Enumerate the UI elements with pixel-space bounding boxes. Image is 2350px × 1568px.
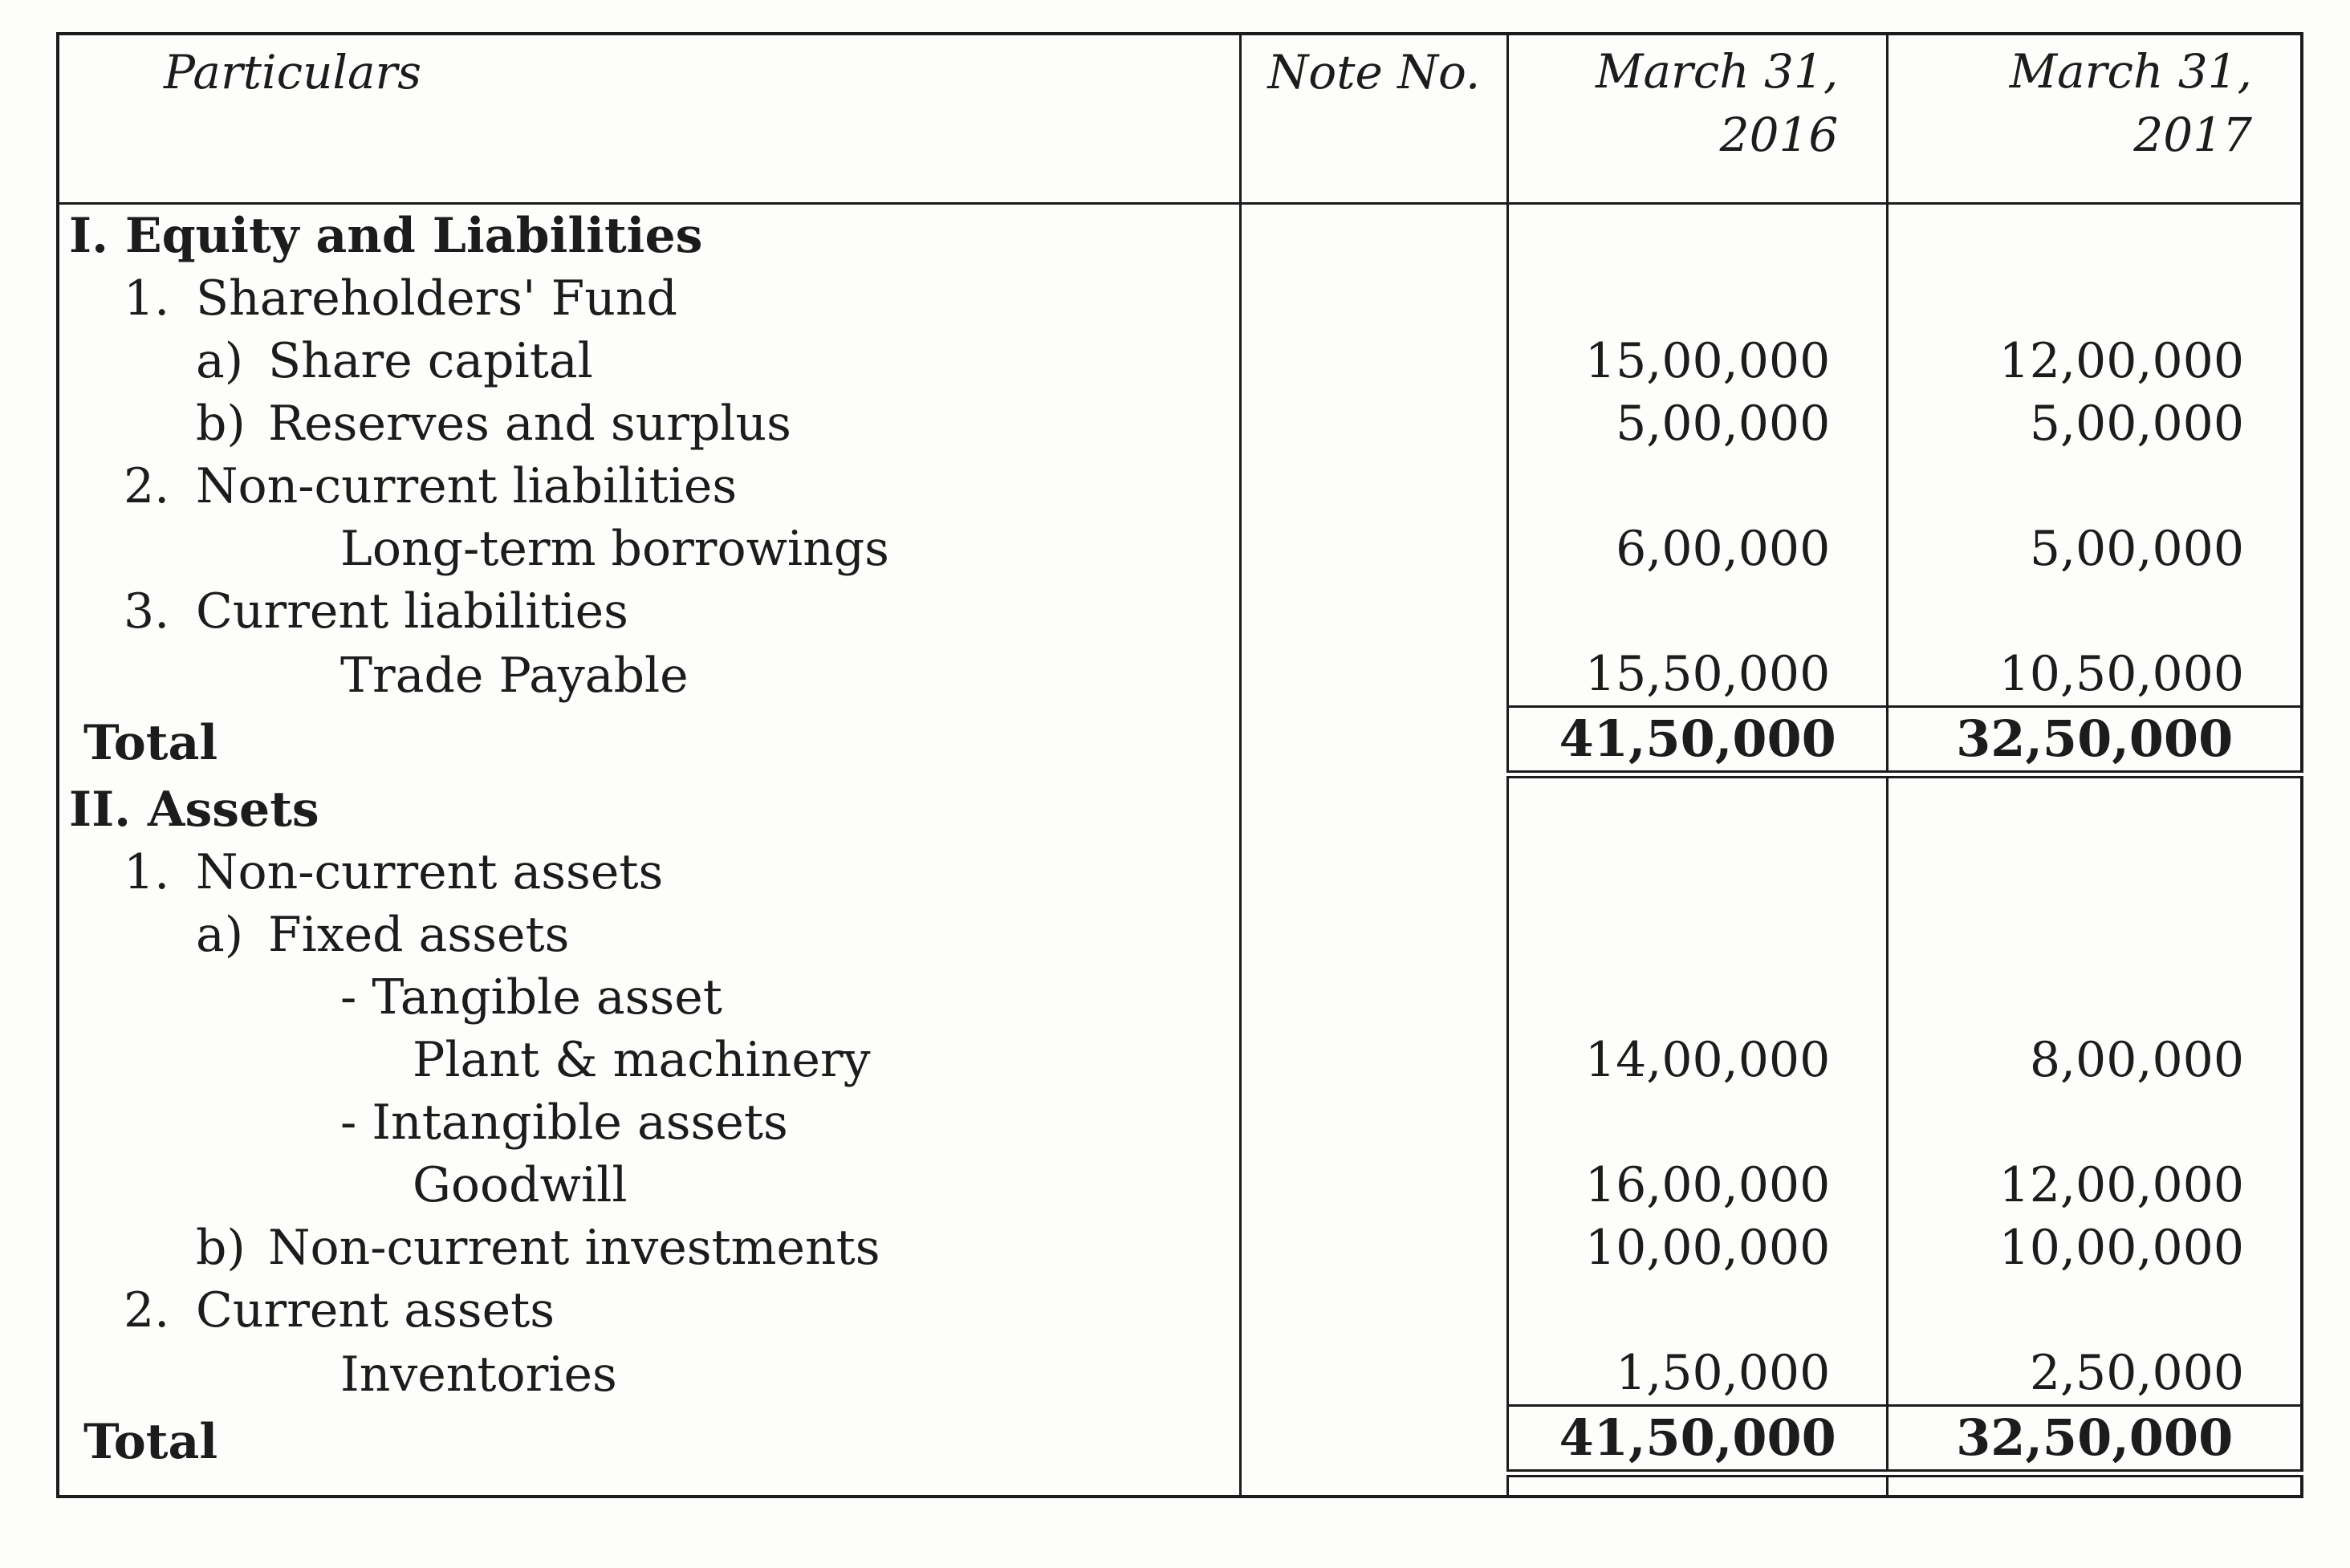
tangible-asset-label: - Tangible asset	[56, 966, 1242, 1029]
long-term-borrowings-2016: 6,00,000	[1506, 518, 1889, 580]
section-equity-heading: I. Equity and Liabilities	[56, 203, 2303, 267]
header-year-2017: March 31, 2017	[1886, 34, 2303, 205]
row-label: Shareholders' Fund	[196, 270, 677, 327]
table-row: - Intangible assets	[56, 1091, 2303, 1154]
header-row: Particulars Note No. March 31, 2016 Marc…	[56, 34, 2303, 205]
header-year1-date: March 31,	[1596, 44, 1839, 99]
table-row: b) Reserves and surplus 5,00,000 5,00,000	[56, 392, 2303, 455]
equity-total-2017: 32,50,000	[1886, 705, 2303, 778]
current-liabilities-label: 3. Current liabilities	[56, 580, 1242, 643]
reserves-label: b) Reserves and surplus	[56, 392, 1242, 455]
table-row: 3. Current liabilities	[56, 580, 2303, 643]
noncurrent-investments-2017: 10,00,000	[1886, 1217, 2303, 1279]
row-label: Non-current investments	[268, 1220, 880, 1276]
plant-machinery-2016: 14,00,000	[1506, 1029, 1889, 1091]
row-marker: 3.	[124, 583, 170, 640]
plant-machinery-2017: 8,00,000	[1886, 1029, 2303, 1091]
noncurrent-liabilities-label: 2. Non-current liabilities	[56, 455, 1242, 518]
table-row: Plant & machinery 14,00,000 8,00,000	[56, 1029, 2303, 1091]
header-year-2016: March 31, 2016	[1506, 34, 1889, 205]
plant-machinery-label: Plant & machinery	[56, 1029, 1242, 1091]
goodwill-2016: 16,00,000	[1506, 1154, 1889, 1217]
table-row: Inventories 1,50,000 2,50,000	[56, 1342, 2303, 1406]
goodwill-label: Goodwill	[56, 1154, 1242, 1217]
row-label: Reserves and surplus	[268, 396, 791, 452]
equity-total-label: Total	[56, 706, 1242, 774]
assets-total-label: Total	[56, 1405, 1242, 1473]
current-assets-label: 2. Current assets	[56, 1279, 1242, 1342]
intangible-assets-label: - Intangible assets	[56, 1091, 1242, 1154]
assets-total-2017: 32,50,000	[1886, 1404, 2303, 1477]
header-year2-year: 2017	[2133, 108, 2252, 163]
inventories-2016: 1,50,000	[1506, 1342, 1889, 1406]
fixed-assets-label: a) Fixed assets	[56, 904, 1242, 966]
table-row: a) Share capital 15,00,000 12,00,000	[56, 330, 2303, 392]
table-row: Goodwill 16,00,000 12,00,000	[56, 1154, 2303, 1217]
section-assets-heading: II. Assets	[56, 774, 2303, 841]
header-note-no: Note No.	[1238, 34, 1510, 205]
inventories-2017: 2,50,000	[1886, 1342, 2303, 1406]
table-row: b) Non-current investments 10,00,000 10,0…	[56, 1217, 2303, 1279]
table-bottom-spacer	[56, 1473, 2303, 1498]
row-label: Non-current assets	[196, 844, 664, 900]
reserves-2017: 5,00,000	[1886, 392, 2303, 455]
table-row: Trade Payable 15,50,000 10,50,000	[56, 643, 2303, 707]
balance-sheet: Particulars Note No. March 31, 2016 Marc…	[56, 32, 2303, 1525]
long-term-borrowings-label: Long-term borrowings	[56, 518, 1242, 580]
trade-payable-label: Trade Payable	[56, 643, 1242, 707]
row-label: Current liabilities	[196, 583, 628, 640]
table-row: 2. Current assets	[56, 1279, 2303, 1342]
header-particulars: Particulars	[56, 34, 1242, 205]
row-marker: b)	[196, 1220, 246, 1276]
row-marker: a)	[196, 907, 244, 963]
row-label: Current assets	[196, 1282, 555, 1338]
share-capital-label: a) Share capital	[56, 330, 1242, 392]
table-row: a) Fixed assets	[56, 904, 2303, 966]
row-label: Fixed assets	[268, 907, 570, 963]
equity-total-2016: 41,50,000	[1506, 705, 1889, 778]
row-label: Non-current liabilities	[196, 458, 738, 514]
table-row: Long-term borrowings 6,00,000 5,00,000	[56, 518, 2303, 580]
reserves-2016: 5,00,000	[1506, 392, 1889, 455]
assets-heading: II. Assets	[56, 774, 1242, 841]
noncurrent-investments-2016: 10,00,000	[1506, 1217, 1889, 1279]
trade-payable-2016: 15,50,000	[1506, 643, 1889, 707]
assets-total-row: Total 41,50,000 32,50,000	[56, 1404, 2303, 1477]
row-marker: 2.	[124, 458, 170, 514]
row-marker: 1.	[124, 270, 170, 327]
noncurrent-assets-label: 1. Non-current assets	[56, 841, 1242, 904]
table-row: 1. Non-current assets	[56, 841, 2303, 904]
noncurrent-investments-label: b) Non-current investments	[56, 1217, 1242, 1279]
table-row: 1. Shareholders' Fund	[56, 267, 2303, 330]
row-marker: 2.	[124, 1282, 170, 1338]
share-capital-2017: 12,00,000	[1886, 330, 2303, 392]
inventories-label: Inventories	[56, 1342, 1242, 1406]
equity-heading: I. Equity and Liabilities	[56, 203, 1242, 267]
table-row: 2. Non-current liabilities	[56, 455, 2303, 518]
equity-total-row: Total 41,50,000 32,50,000	[56, 705, 2303, 778]
assets-total-2016: 41,50,000	[1506, 1404, 1889, 1477]
trade-payable-2017: 10,50,000	[1886, 643, 2303, 707]
balance-sheet-table: Particulars Note No. March 31, 2016 Marc…	[56, 32, 2303, 1498]
row-label: Share capital	[268, 333, 593, 389]
header-year2-date: March 31,	[2009, 44, 2252, 99]
header-year1-year: 2016	[1719, 108, 1839, 163]
row-marker: b)	[196, 396, 246, 452]
table-row: - Tangible asset	[56, 966, 2303, 1029]
share-capital-2016: 15,00,000	[1506, 330, 1889, 392]
goodwill-2017: 12,00,000	[1886, 1154, 2303, 1217]
row-marker: 1.	[124, 844, 170, 900]
shareholders-fund-label: 1. Shareholders' Fund	[56, 267, 1242, 330]
row-marker: a)	[196, 333, 244, 389]
long-term-borrowings-2017: 5,00,000	[1886, 518, 2303, 580]
